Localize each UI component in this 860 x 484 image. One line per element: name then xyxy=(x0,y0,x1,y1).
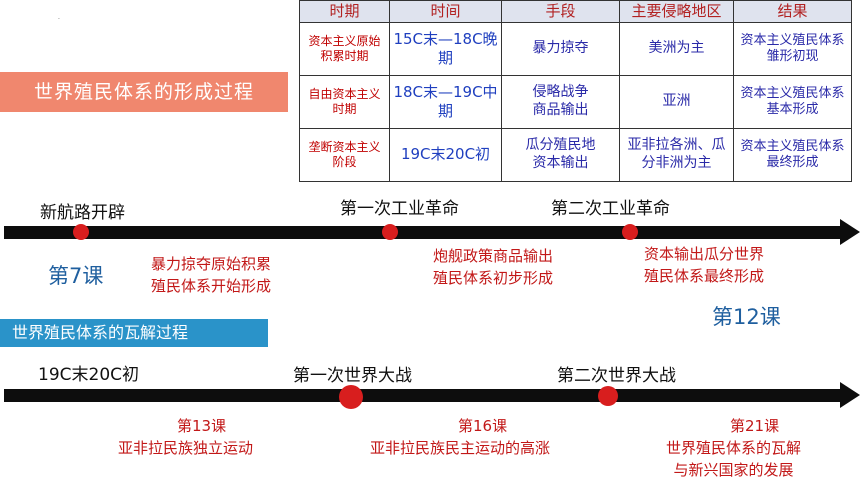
cell-means: 侵略战争 商品输出 xyxy=(501,74,620,129)
cell-result: 资本主义殖民体系基本形成 xyxy=(733,74,852,129)
timeline1-marker xyxy=(73,224,89,240)
cell-period: 垄断资本主义阶段 xyxy=(299,127,390,182)
lesson-label: 第7课 xyxy=(48,264,104,288)
timeline1-bar xyxy=(4,226,840,239)
header-means: 手段 xyxy=(501,0,620,23)
timeline1-result: 炮舰政策商品输出 殖民体系初步形成 xyxy=(433,247,554,287)
timeline1-result: 资本输出瓜分世界 殖民体系最终形成 xyxy=(644,245,765,285)
header-result: 结果 xyxy=(733,0,852,23)
timeline1-arrowhead xyxy=(840,219,860,245)
timeline2-event: 第二次世界大战 xyxy=(557,366,676,386)
timeline2-result: 亚非拉民族民主运动的高涨 xyxy=(370,439,551,457)
formation-banner: 世界殖民体系的形成过程 xyxy=(0,72,288,112)
timeline1-marker xyxy=(622,224,638,240)
cell-means: 暴力掠夺 xyxy=(501,21,620,76)
timeline2-event: 第一次世界大战 xyxy=(293,366,412,386)
timeline2-event: 19C末20C初 xyxy=(38,365,140,385)
timeline2-marker xyxy=(598,386,618,406)
cell-result: 资本主义殖民体系最终形成 xyxy=(733,127,852,182)
cell-region: 亚非拉各洲、瓜分非洲为主 xyxy=(619,127,734,182)
lesson-label: 第12课 xyxy=(712,305,781,329)
cell-time: 15C末—18C晚期 xyxy=(389,21,502,76)
timeline2-result: 亚非拉民族独立运动 xyxy=(118,439,254,457)
timeline2-lesson: 第13课 xyxy=(177,417,227,435)
colonial-system-table: 时期 时间 手段 主要侵略地区 结果 资本主义原始积累时期 15C末—18C晚期… xyxy=(299,0,852,182)
timeline2-bar xyxy=(4,389,840,402)
timeline2-result: 世界殖民体系的瓦解 与新兴国家的发展 xyxy=(666,439,802,479)
cell-time: 18C末—19C中期 xyxy=(389,74,502,129)
timeline1-event: 新航路开辟 xyxy=(40,203,125,223)
timeline1-event: 第二次工业革命 xyxy=(551,199,670,219)
cell-region: 美洲为主 xyxy=(619,21,734,76)
cell-region: 亚洲 xyxy=(619,74,734,129)
header-time: 时间 xyxy=(389,0,502,23)
table-row: 自由资本主义时期 18C末—19C中期 侵略战争 商品输出 亚洲 资本主义殖民体… xyxy=(299,74,852,129)
cell-result: 资本主义殖民体系雏形初现 xyxy=(733,21,852,76)
cell-time: 19C末20C初 xyxy=(389,127,502,182)
corner-mark: · xyxy=(58,16,60,23)
header-region: 主要侵略地区 xyxy=(619,0,734,23)
table-header-row: 时期 时间 手段 主要侵略地区 结果 xyxy=(299,0,852,23)
cell-means: 瓜分殖民地 资本输出 xyxy=(501,127,620,182)
timeline1-event: 第一次工业革命 xyxy=(340,199,459,219)
timeline1-result: 暴力掠夺原始积累 殖民体系开始形成 xyxy=(151,255,272,295)
collapse-banner: 世界殖民体系的瓦解过程 xyxy=(0,319,268,347)
timeline2-lesson: 第21课 xyxy=(730,417,780,435)
timeline2-marker xyxy=(339,385,363,409)
table-row: 资本主义原始积累时期 15C末—18C晚期 暴力掠夺 美洲为主 资本主义殖民体系… xyxy=(299,21,852,76)
table-row: 垄断资本主义阶段 19C末20C初 瓜分殖民地 资本输出 亚非拉各洲、瓜分非洲为… xyxy=(299,127,852,182)
timeline2-arrowhead xyxy=(840,382,860,408)
cell-period: 资本主义原始积累时期 xyxy=(299,21,390,76)
cell-period: 自由资本主义时期 xyxy=(299,74,390,129)
timeline1-marker xyxy=(382,224,398,240)
timeline2-lesson: 第16课 xyxy=(458,417,508,435)
header-period: 时期 xyxy=(299,0,390,23)
